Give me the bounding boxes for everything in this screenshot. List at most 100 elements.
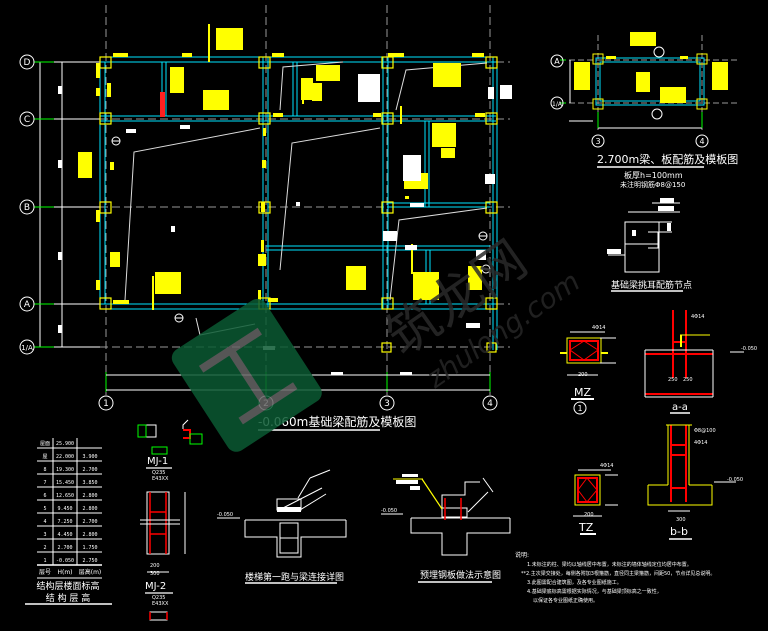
note-1: 1.未标注的柱、梁均以轴线居中布置，未标注的墙体轴线定位均居中布置。 xyxy=(527,561,692,568)
aa-dim-1: 250 xyxy=(668,377,678,383)
table-cell: 8 xyxy=(43,467,46,473)
mj2-sub1: Q235 xyxy=(152,595,165,601)
axis-label-d: D xyxy=(24,58,31,68)
table-cell: 屋 xyxy=(42,454,47,460)
stair-elevation: -0.050 xyxy=(217,512,233,518)
detail-precast: -0.050 预埋钢板做法示意图 xyxy=(381,474,511,583)
stair-title: 楼梯第一跑与梁连接详图 xyxy=(245,571,344,583)
notes: 说明: 1.未标注的柱、梁均以轴线居中布置，未标注的墙体轴线定位均居中布置。 *… xyxy=(515,551,715,604)
detail-columns xyxy=(592,53,708,110)
mj2-dim1: 200 xyxy=(150,563,160,569)
note-3: 3.此图需配合建筑图，及各专业图纸施工。 xyxy=(527,579,622,586)
table-cell: 7.250 xyxy=(57,519,72,525)
axis-label-4: 4 xyxy=(487,399,493,409)
tz-dim: 200 xyxy=(584,512,594,518)
mj1-sub2: E43XX xyxy=(152,476,169,482)
detail-aa: 250 250 -0.050 4Φ14 a-a xyxy=(644,310,757,414)
detail-axis-4: 4 xyxy=(699,137,704,146)
detail-beam-ear-title: 基础梁挑耳配筋节点 xyxy=(611,279,692,291)
detail-mz: MZ 1 200 4Φ14 xyxy=(560,325,616,415)
table-cell: 2 xyxy=(43,545,46,551)
bb-dim: 300 xyxy=(676,517,686,523)
stair-hatch xyxy=(160,92,165,117)
table-caption-2: 结 构 层 高 xyxy=(46,592,91,604)
note-2: **2.主次梁交接处，每侧各附加3根箍筋，直径同主梁箍筋，间距50，节点详见总说… xyxy=(521,570,715,577)
table-caption-1: 结构层楼面标高 xyxy=(36,580,99,592)
watermark-logo-glyph xyxy=(198,327,298,425)
table-cell: 2.800 xyxy=(82,506,97,512)
text-annotations xyxy=(58,74,512,375)
table-cell: 4 xyxy=(43,519,46,525)
table-col-header-1: H(m) xyxy=(57,569,72,576)
main-plan: D C B A 1/A 1 2 3 4 xyxy=(19,5,512,431)
section-marks xyxy=(111,136,491,323)
bb-rebar-1: Φ8@100 xyxy=(694,428,716,434)
bb-label: b-b xyxy=(670,525,688,538)
detail-2700-note2: 未注明钢筋Φ8@150 xyxy=(620,180,685,189)
detail-axis-a: A xyxy=(554,57,560,66)
table-cell: 3.850 xyxy=(82,480,97,486)
slab-lines xyxy=(124,61,488,336)
table-cell: 2.700 xyxy=(82,467,97,473)
mz-label: MZ xyxy=(574,386,591,399)
table-col-header-0: 层号 xyxy=(39,569,51,576)
main-plan-title: -0.060m基础梁配筋及模板图 xyxy=(258,414,416,429)
table-cell: 2.750 xyxy=(82,558,97,564)
precast-elevation: -0.050 xyxy=(381,508,397,514)
aa-rebar: 4Φ14 xyxy=(691,314,704,320)
table-header-top-1: 25.900 xyxy=(56,441,74,447)
axis-label-1: 1 xyxy=(103,399,109,409)
mj1-sub1: Q235 xyxy=(152,470,165,476)
table-cell: 19.300 xyxy=(56,467,74,473)
axis-label-c: C xyxy=(24,115,30,125)
axis-label-1a: 1/A xyxy=(21,344,33,352)
bb-elevation: -0.050 xyxy=(727,477,743,483)
detail-mj1: MJ-1 Q235 E43XX xyxy=(137,419,203,482)
axis-label-b: B xyxy=(24,203,30,213)
table-cell: 22.000 xyxy=(56,454,74,460)
table-cell: 2.800 xyxy=(82,493,97,499)
table-cell: -0.050 xyxy=(56,558,74,564)
detail-axis-3: 3 xyxy=(595,137,600,146)
detail-2700-note1: 板厚h=100mm xyxy=(624,170,683,180)
columns xyxy=(99,56,498,353)
detail-bb: Φ8@100 4Φ14 -0.050 300 b-b xyxy=(647,424,743,540)
notes-heading: 说明: xyxy=(515,551,529,559)
mj2-sub2: E43XX xyxy=(152,601,169,607)
table-cell: 9.450 xyxy=(57,506,72,512)
aa-dim-2: 250 xyxy=(683,377,693,383)
aa-elevation: -0.050 xyxy=(741,346,757,352)
detail-mj2: 200 300 MJ-2 Q235 E43XX xyxy=(140,491,186,621)
precast-title: 预埋钢板做法示意图 xyxy=(420,569,501,581)
table-cell: 6 xyxy=(43,493,46,499)
detail-stair: -0.050 楼梯第一跑与梁连接详图 xyxy=(217,469,347,584)
table-cell: 3 xyxy=(43,532,46,538)
detail-bubbles xyxy=(550,54,709,148)
detail-beam-ear: 基础梁挑耳配筋节点 xyxy=(607,198,692,292)
mz-rebar: 4Φ14 xyxy=(592,325,605,331)
tz-label: TZ xyxy=(578,521,594,534)
detail-2700-title: 2.700m梁、板配筋及模板图 xyxy=(597,152,738,166)
note-4: 4.基础梁底标高需根据实际情况，与基础梁顶标高之一致性， xyxy=(527,588,662,595)
mj2-label: MJ-2 xyxy=(145,581,166,592)
mj1-label: MJ-1 xyxy=(147,456,168,467)
detail-axis-1a: 1/A xyxy=(552,101,563,108)
axis-label-a: A xyxy=(24,300,31,310)
table-cell: 2.700 xyxy=(82,519,97,525)
table-cell: 15.450 xyxy=(56,480,74,486)
table-cell: 1.750 xyxy=(82,545,97,551)
table-cell: 5 xyxy=(43,506,46,512)
table-cell: 3.900 xyxy=(82,454,97,460)
table-header-top-0: 屋面 xyxy=(40,441,50,447)
table-cell: 4.450 xyxy=(57,532,72,538)
table-cell: 1 xyxy=(43,558,46,564)
aa-label: a-a xyxy=(672,402,688,413)
detail-beams xyxy=(595,57,705,106)
table-cell: 12.650 xyxy=(56,493,74,499)
detail-grid xyxy=(560,35,740,130)
mj2-dim2: 300 xyxy=(150,571,160,577)
detail-2700-plan: A 1/A 3 4 2.700m梁、板配筋及模板图 板厚h=100mm 未注明钢… xyxy=(550,32,740,189)
